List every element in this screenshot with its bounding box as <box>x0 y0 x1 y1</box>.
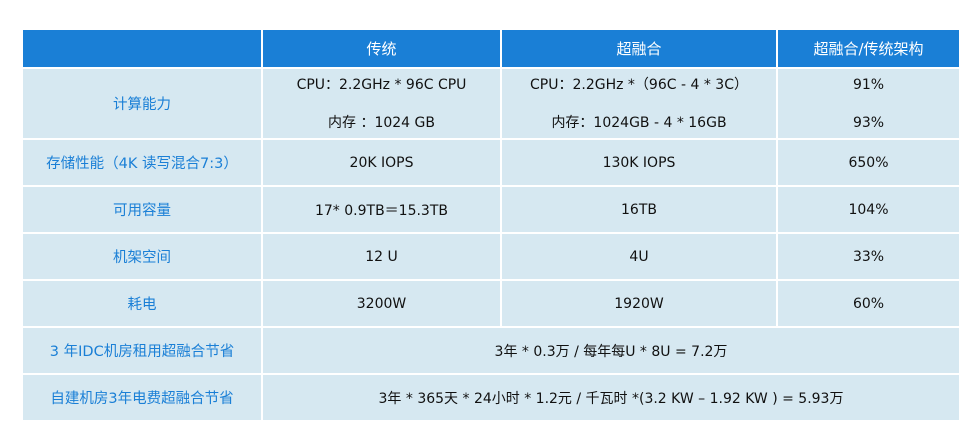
table-row-compute: 计算能力 CPU：2.2GHz * 96C CPU 内存 ：1024 GB CP… <box>23 69 959 138</box>
cell-rack-ratio: 33% <box>778 234 959 279</box>
table-row-power-savings: 自建机房3年电费超融合节省 3年 * 365天 * 24小时 * 1.2元 / … <box>23 375 959 420</box>
header-traditional: 传统 <box>263 30 500 67</box>
cell-power-ratio: 60% <box>778 281 959 326</box>
cell-rack-traditional: 12 U <box>263 234 500 279</box>
cell-text: 91% <box>852 76 885 93</box>
cell-compute-traditional: CPU：2.2GHz * 96C CPU 内存 ：1024 GB <box>263 69 500 138</box>
cell-text: CPU：2.2GHz *（96C - 4 * 3C） <box>530 76 748 93</box>
header-corner-cell <box>23 30 261 67</box>
row-label-compute: 计算能力 <box>23 69 261 138</box>
cell-text: CPU：2.2GHz * 96C CPU <box>296 76 467 93</box>
cell-rack-hyperconverged: 4U <box>502 234 776 279</box>
table-row-storage: 存储性能（4K 读写混合7:3） 20K IOPS 130K IOPS 650% <box>23 140 959 185</box>
table-row-rack: 机架空间 12 U 4U 33% <box>23 234 959 279</box>
cell-capacity-hyperconverged: 16TB <box>502 187 776 232</box>
row-label-power: 耗电 <box>23 281 261 326</box>
row-label-idc-savings: 3 年IDC机房租用超融合节省 <box>23 328 261 373</box>
cell-power-traditional: 3200W <box>263 281 500 326</box>
row-label-capacity: 可用容量 <box>23 187 261 232</box>
row-label-power-savings: 自建机房3年电费超融合节省 <box>23 375 261 420</box>
cell-text: 93% <box>852 114 885 131</box>
cell-capacity-ratio: 104% <box>778 187 959 232</box>
cell-compute-hyperconverged: CPU：2.2GHz *（96C - 4 * 3C） 内存：1024GB - 4… <box>502 69 776 138</box>
cell-idc-savings-value: 3年 * 0.3万 / 每年每U * 8U = 7.2万 <box>263 328 959 373</box>
cell-capacity-traditional: 17* 0.9TB＝15.3TB <box>263 187 500 232</box>
header-row: 传统 超融合 超融合/传统架构 <box>23 30 959 67</box>
comparison-table: 传统 超融合 超融合/传统架构 计算能力 CPU：2.2GHz * 96C CP… <box>21 28 961 422</box>
cell-power-savings-value: 3年 * 365天 * 24小时 * 1.2元 / 千瓦时 *(3.2 KW –… <box>263 375 959 420</box>
row-label-storage: 存储性能（4K 读写混合7:3） <box>23 140 261 185</box>
cell-storage-traditional: 20K IOPS <box>263 140 500 185</box>
header-hyperconverged: 超融合 <box>502 30 776 67</box>
table-row-capacity: 可用容量 17* 0.9TB＝15.3TB 16TB 104% <box>23 187 959 232</box>
header-ratio: 超融合/传统架构 <box>778 30 959 67</box>
row-label-rack: 机架空间 <box>23 234 261 279</box>
cell-compute-ratio: 91% 93% <box>778 69 959 138</box>
table-row-idc-savings: 3 年IDC机房租用超融合节省 3年 * 0.3万 / 每年每U * 8U = … <box>23 328 959 373</box>
cell-power-hyperconverged: 1920W <box>502 281 776 326</box>
cell-text: 内存 ：1024 GB <box>328 114 435 131</box>
cell-text: 内存：1024GB - 4 * 16GB <box>551 114 727 131</box>
cell-storage-hyperconverged: 130K IOPS <box>502 140 776 185</box>
cell-storage-ratio: 650% <box>778 140 959 185</box>
table-row-power: 耗电 3200W 1920W 60% <box>23 281 959 326</box>
